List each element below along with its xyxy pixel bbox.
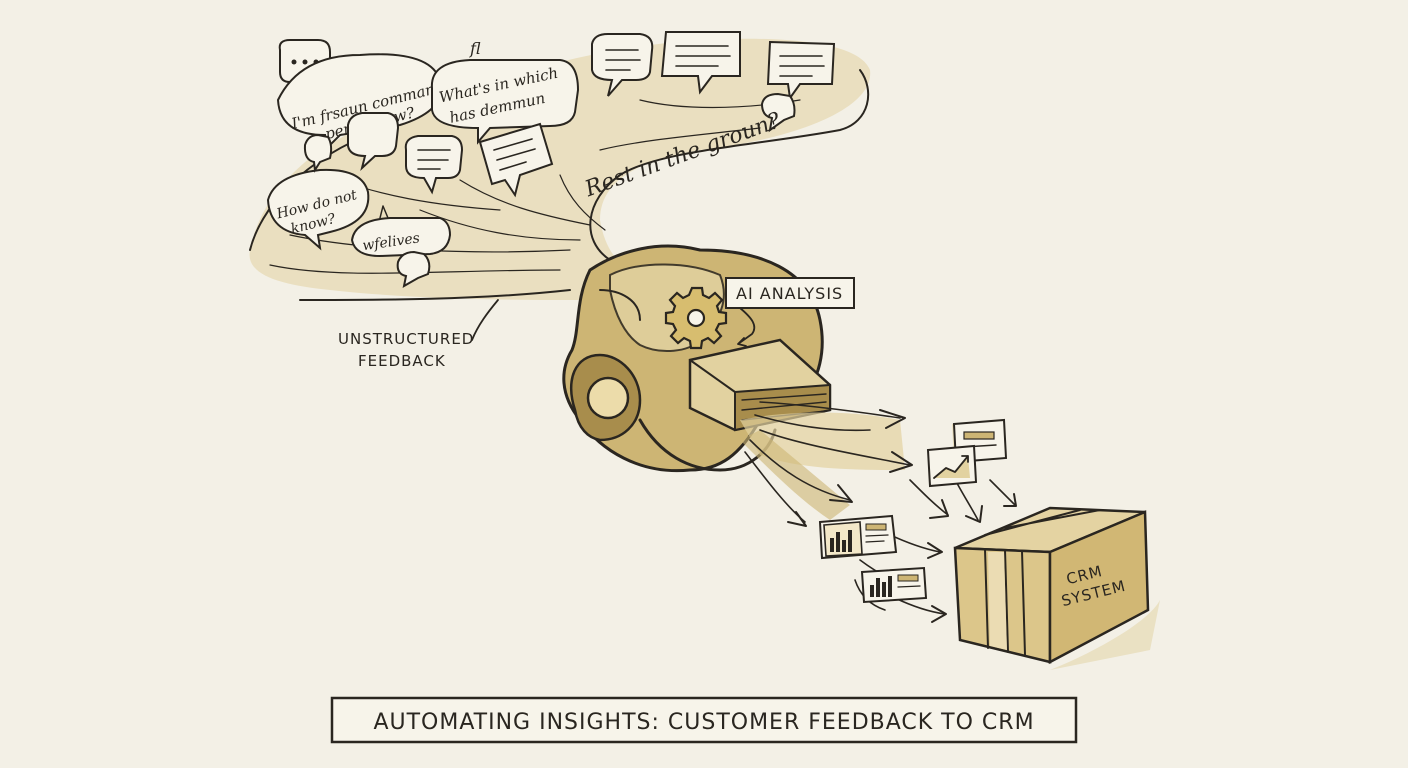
speech-bubble-2: What's in which has demmun: [430, 59, 580, 145]
unstructured-feedback-label: UNSTRUCTURED FEEDBACK: [338, 299, 499, 370]
speech-bubble-lines-b: [478, 122, 554, 198]
title-banner: AUTOMATING INSIGHTS: CUSTOMER FEEDBACK T…: [330, 696, 1078, 744]
speech-bubble-3: How do not know?: [266, 168, 370, 251]
scribble-text: fl: [469, 39, 481, 58]
line-chart-icon: [926, 444, 978, 488]
bubble-4-text: wfelives: [361, 230, 420, 254]
speech-bubble-lines-e: [766, 40, 836, 101]
ai-analysis-text: AI ANALYSIS: [736, 284, 843, 303]
speech-bubble-small-d: [396, 250, 431, 288]
crm-system-box: CRM SYSTEM: [953, 506, 1160, 670]
unstructured-label-line-2: FEEDBACK: [358, 352, 446, 370]
speech-bubble-lines-a: [404, 135, 464, 195]
ai-analysis-label: AI ANALYSIS: [725, 277, 855, 347]
speech-bubble-small-b: [303, 133, 333, 173]
speech-bubble-small-c: [760, 92, 796, 133]
gear-icon: [664, 286, 728, 350]
unstructured-label-line-1: UNSTRUCTURED: [338, 330, 474, 348]
page-title: AUTOMATING INSIGHTS: CUSTOMER FEEDBACK T…: [373, 710, 1034, 735]
speech-bubble-lines-d: [660, 31, 741, 95]
bar-chart-icon-2: [860, 566, 928, 604]
speech-bubble-lines-c: [591, 33, 654, 97]
speech-bubble-small-a: [347, 112, 400, 172]
insight-streams: [740, 401, 911, 523]
speech-bubble-4: wfelives: [350, 205, 452, 258]
bar-chart-icon: [818, 514, 898, 560]
